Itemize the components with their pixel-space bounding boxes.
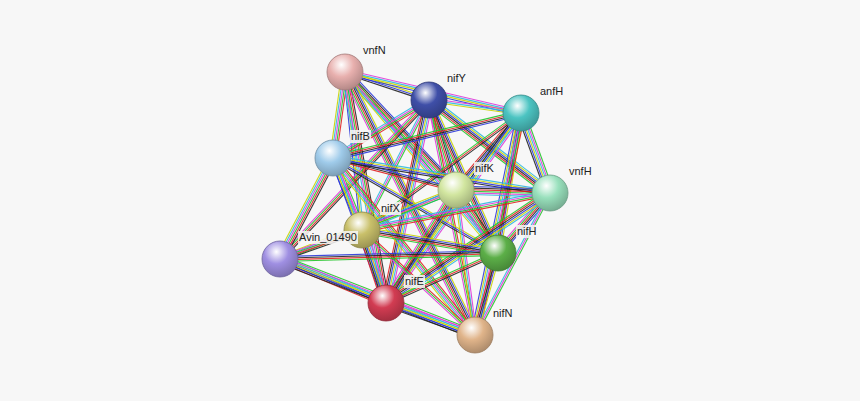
evidence-line [457,207,472,318]
evidence-line [402,261,483,297]
evidence-line [349,116,504,153]
evidence-line [528,129,545,177]
node-label: Avin_01490 [298,231,358,244]
evidence-line [349,115,504,152]
evidence-line [402,260,483,296]
protein-node: nifN [456,316,494,354]
evidence-line [367,246,380,287]
interaction-edge [446,101,505,112]
protein-node: nifE [367,284,405,322]
evidence-line [526,129,543,177]
node-label: nifY [446,72,467,85]
node-label: vnfH [568,165,593,178]
evidence-line [403,307,460,327]
evidence-line [525,130,542,178]
node-label: nifK [474,162,495,175]
evidence-line [467,126,510,177]
evidence-line [379,231,481,248]
node-label: nifX [380,202,401,215]
node-sphere [502,94,540,132]
node-sphere [410,81,448,119]
evidence-line [297,256,481,261]
node-sphere [437,171,475,209]
protein-node: anfH [502,94,540,132]
evidence-line [341,173,382,286]
node-sphere [261,240,299,278]
evidence-line [379,233,481,250]
evidence-line [446,104,504,112]
evidence-line [401,312,458,332]
evidence-line [297,263,460,327]
interaction-edge [401,306,460,332]
evidence-line [295,267,458,331]
evidence-line [401,259,482,295]
evidence-line [295,194,439,251]
evidence-line [402,309,459,329]
evidence-line [378,236,480,253]
node-label: nifH [516,225,538,238]
evidence-line [401,203,537,294]
node-label: anfH [539,85,564,98]
node-sphere [456,316,494,354]
evidence-line [379,234,481,251]
interaction-edge [364,245,385,288]
evidence-line [332,88,339,140]
protein-node: vnfN [326,53,364,91]
evidence-line [531,128,548,176]
interaction-edge [523,128,548,179]
evidence-line [297,261,460,325]
interaction-edge [332,88,346,141]
node-sphere [531,174,569,212]
protein-node: nifB [314,139,352,177]
evidence-line [365,247,378,288]
protein-node: vnfH [531,174,569,212]
protein-node: nifH [479,234,517,272]
evidence-line [402,310,459,330]
evidence-line [523,130,540,178]
node-label: nifN [492,307,514,320]
protein-node: Avin_01490 [261,240,299,278]
evidence-line [334,89,341,141]
interaction-edge [401,259,483,298]
interaction-edge [473,187,533,197]
evidence-line [477,269,491,318]
interaction-edge [297,251,481,261]
evidence-line [350,118,505,155]
protein-node: nifK [437,171,475,209]
evidence-line [446,102,504,110]
protein-node: nifY [410,81,448,119]
evidence-line [335,89,342,141]
node-sphere [314,139,352,177]
node-label: nifE [404,275,425,288]
node-label: nifB [350,130,371,143]
evidence-line [458,207,473,318]
evidence-line [529,128,546,176]
evidence-line [479,269,493,318]
evidence-line [350,119,505,156]
evidence-line [296,266,459,330]
evidence-line [370,115,421,215]
evidence-line [294,269,457,333]
node-sphere [367,284,405,322]
node-label: vnfN [362,44,387,57]
node-sphere [326,53,364,91]
evidence-line [297,198,441,255]
interaction-edge [349,115,505,157]
interaction-edge [294,261,460,332]
evidence-line [296,264,459,328]
interaction-edge [378,230,481,254]
node-sphere [479,234,517,272]
